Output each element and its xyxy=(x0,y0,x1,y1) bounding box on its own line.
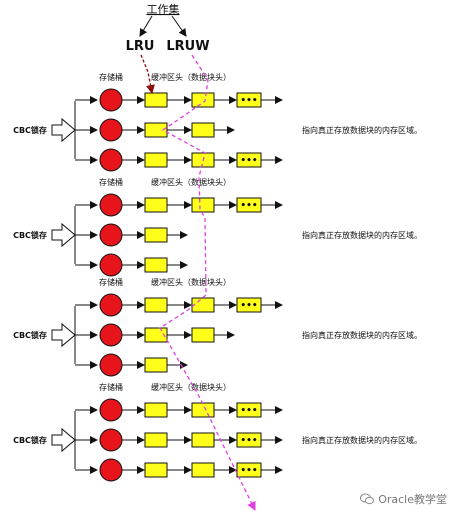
buffer-header-box xyxy=(191,432,215,448)
ellipsis-text: ••• xyxy=(240,406,257,416)
buffer-header-box xyxy=(191,327,215,343)
bucket-header-label: 存储桶 xyxy=(99,177,123,187)
cbc-latch-label: CBC锁存 xyxy=(13,230,47,240)
memory-area-note: 指向真正存放数据块的内存区域。 xyxy=(302,125,422,135)
buffer-header-box xyxy=(191,197,215,213)
watermark-text: Oracle教学堂 xyxy=(378,493,447,506)
lru-list-path xyxy=(140,54,155,94)
buffer-header-label: 缓冲区头（数据块头） xyxy=(151,177,231,187)
latch-hollow-arrow xyxy=(51,222,76,248)
ellipsis-text: ••• xyxy=(240,436,257,446)
buffer-header-box xyxy=(191,402,215,418)
buffer-header-box xyxy=(144,357,168,373)
cbc-section: 存储桶 缓冲区头（数据块头） CBC锁存 ••• 指向真正存放数据块的内存区域。 xyxy=(13,177,422,277)
wechat-icon xyxy=(360,493,375,505)
buffer-header-box xyxy=(144,297,168,313)
memory-area-note: 指向真正存放数据块的内存区域。 xyxy=(302,330,422,340)
ellipsis-text: ••• xyxy=(240,301,257,311)
buffer-header-box xyxy=(144,197,168,213)
hash-bucket xyxy=(99,148,123,172)
latch-hollow-arrow xyxy=(51,322,76,348)
hash-bucket xyxy=(99,88,123,112)
cbc-section: 存储桶 缓冲区头（数据块头） CBC锁存 ••• 指向真正存放数据块的内存区域。 xyxy=(13,277,422,377)
buffer-header-label: 缓冲区头（数据块头） xyxy=(151,72,231,82)
cbc-latch-label: CBC锁存 xyxy=(13,330,47,340)
buffer-header-box xyxy=(191,122,215,138)
memory-area-note: 指向真正存放数据块的内存区域。 xyxy=(302,230,422,240)
workset-label: 工作集 xyxy=(147,2,180,16)
cbc-section: 存储桶 缓冲区头（数据块头） CBC锁存 ••• ••• 指向真正存放数据块的内存区域。 xyxy=(13,72,422,172)
bucket-header-label: 存储桶 xyxy=(99,382,123,392)
hash-bucket xyxy=(99,353,123,377)
hash-bucket xyxy=(99,193,123,217)
ellipsis-text: ••• xyxy=(240,466,257,476)
buffer-header-box xyxy=(144,432,168,448)
sections-layer: 存储桶缓冲区头（数据块头）CBC锁存••••••指向真正存放数据块的内存区域。存… xyxy=(13,72,422,482)
buffer-header-label: 缓冲区头（数据块头） xyxy=(151,277,231,287)
cbc-latch-label: CBC锁存 xyxy=(13,125,47,135)
buffer-header-box xyxy=(144,92,168,108)
watermark: Oracle教学堂 xyxy=(360,491,447,507)
hash-bucket xyxy=(99,323,123,347)
list-paths-layer xyxy=(140,54,256,511)
lruw-label: LRUW xyxy=(166,39,209,54)
memory-area-note: 指向真正存放数据块的内存区域。 xyxy=(302,435,422,445)
buffer-header-box xyxy=(144,227,168,243)
hash-bucket xyxy=(99,428,123,452)
bucket-header-label: 存储桶 xyxy=(99,277,123,287)
ellipsis-text: ••• xyxy=(240,96,257,106)
hash-bucket xyxy=(99,458,123,482)
bucket-header-label: 存储桶 xyxy=(99,72,123,82)
cbc-section: 存储桶 缓冲区头（数据块头） CBC锁存 ••• ••• ••• 指向真正存放数据块的内存区… xyxy=(13,382,422,482)
lruw-list-path xyxy=(159,54,256,511)
buffer-header-box xyxy=(191,92,215,108)
hash-bucket xyxy=(99,398,123,422)
latch-hollow-arrow xyxy=(51,427,76,453)
buffer-header-box xyxy=(144,462,168,478)
hash-bucket xyxy=(99,118,123,142)
workset-to-lruw-arrow xyxy=(171,15,187,37)
ellipsis-text: ••• xyxy=(240,156,257,166)
latch-hollow-arrow xyxy=(51,117,76,143)
buffer-header-box xyxy=(144,152,168,168)
buffer-header-label: 缓冲区头（数据块头） xyxy=(151,382,231,392)
hash-bucket xyxy=(99,223,123,247)
workset-to-lru-arrow xyxy=(139,15,153,37)
lru-label: LRU xyxy=(126,39,155,54)
buffer-header-box xyxy=(191,297,215,313)
hash-bucket xyxy=(99,253,123,277)
buffer-header-box xyxy=(144,257,168,273)
hash-bucket xyxy=(99,293,123,317)
ellipsis-text: ••• xyxy=(240,201,257,211)
buffer-header-box xyxy=(191,462,215,478)
buffer-header-box xyxy=(144,402,168,418)
cbc-latch-label: CBC锁存 xyxy=(13,435,47,445)
